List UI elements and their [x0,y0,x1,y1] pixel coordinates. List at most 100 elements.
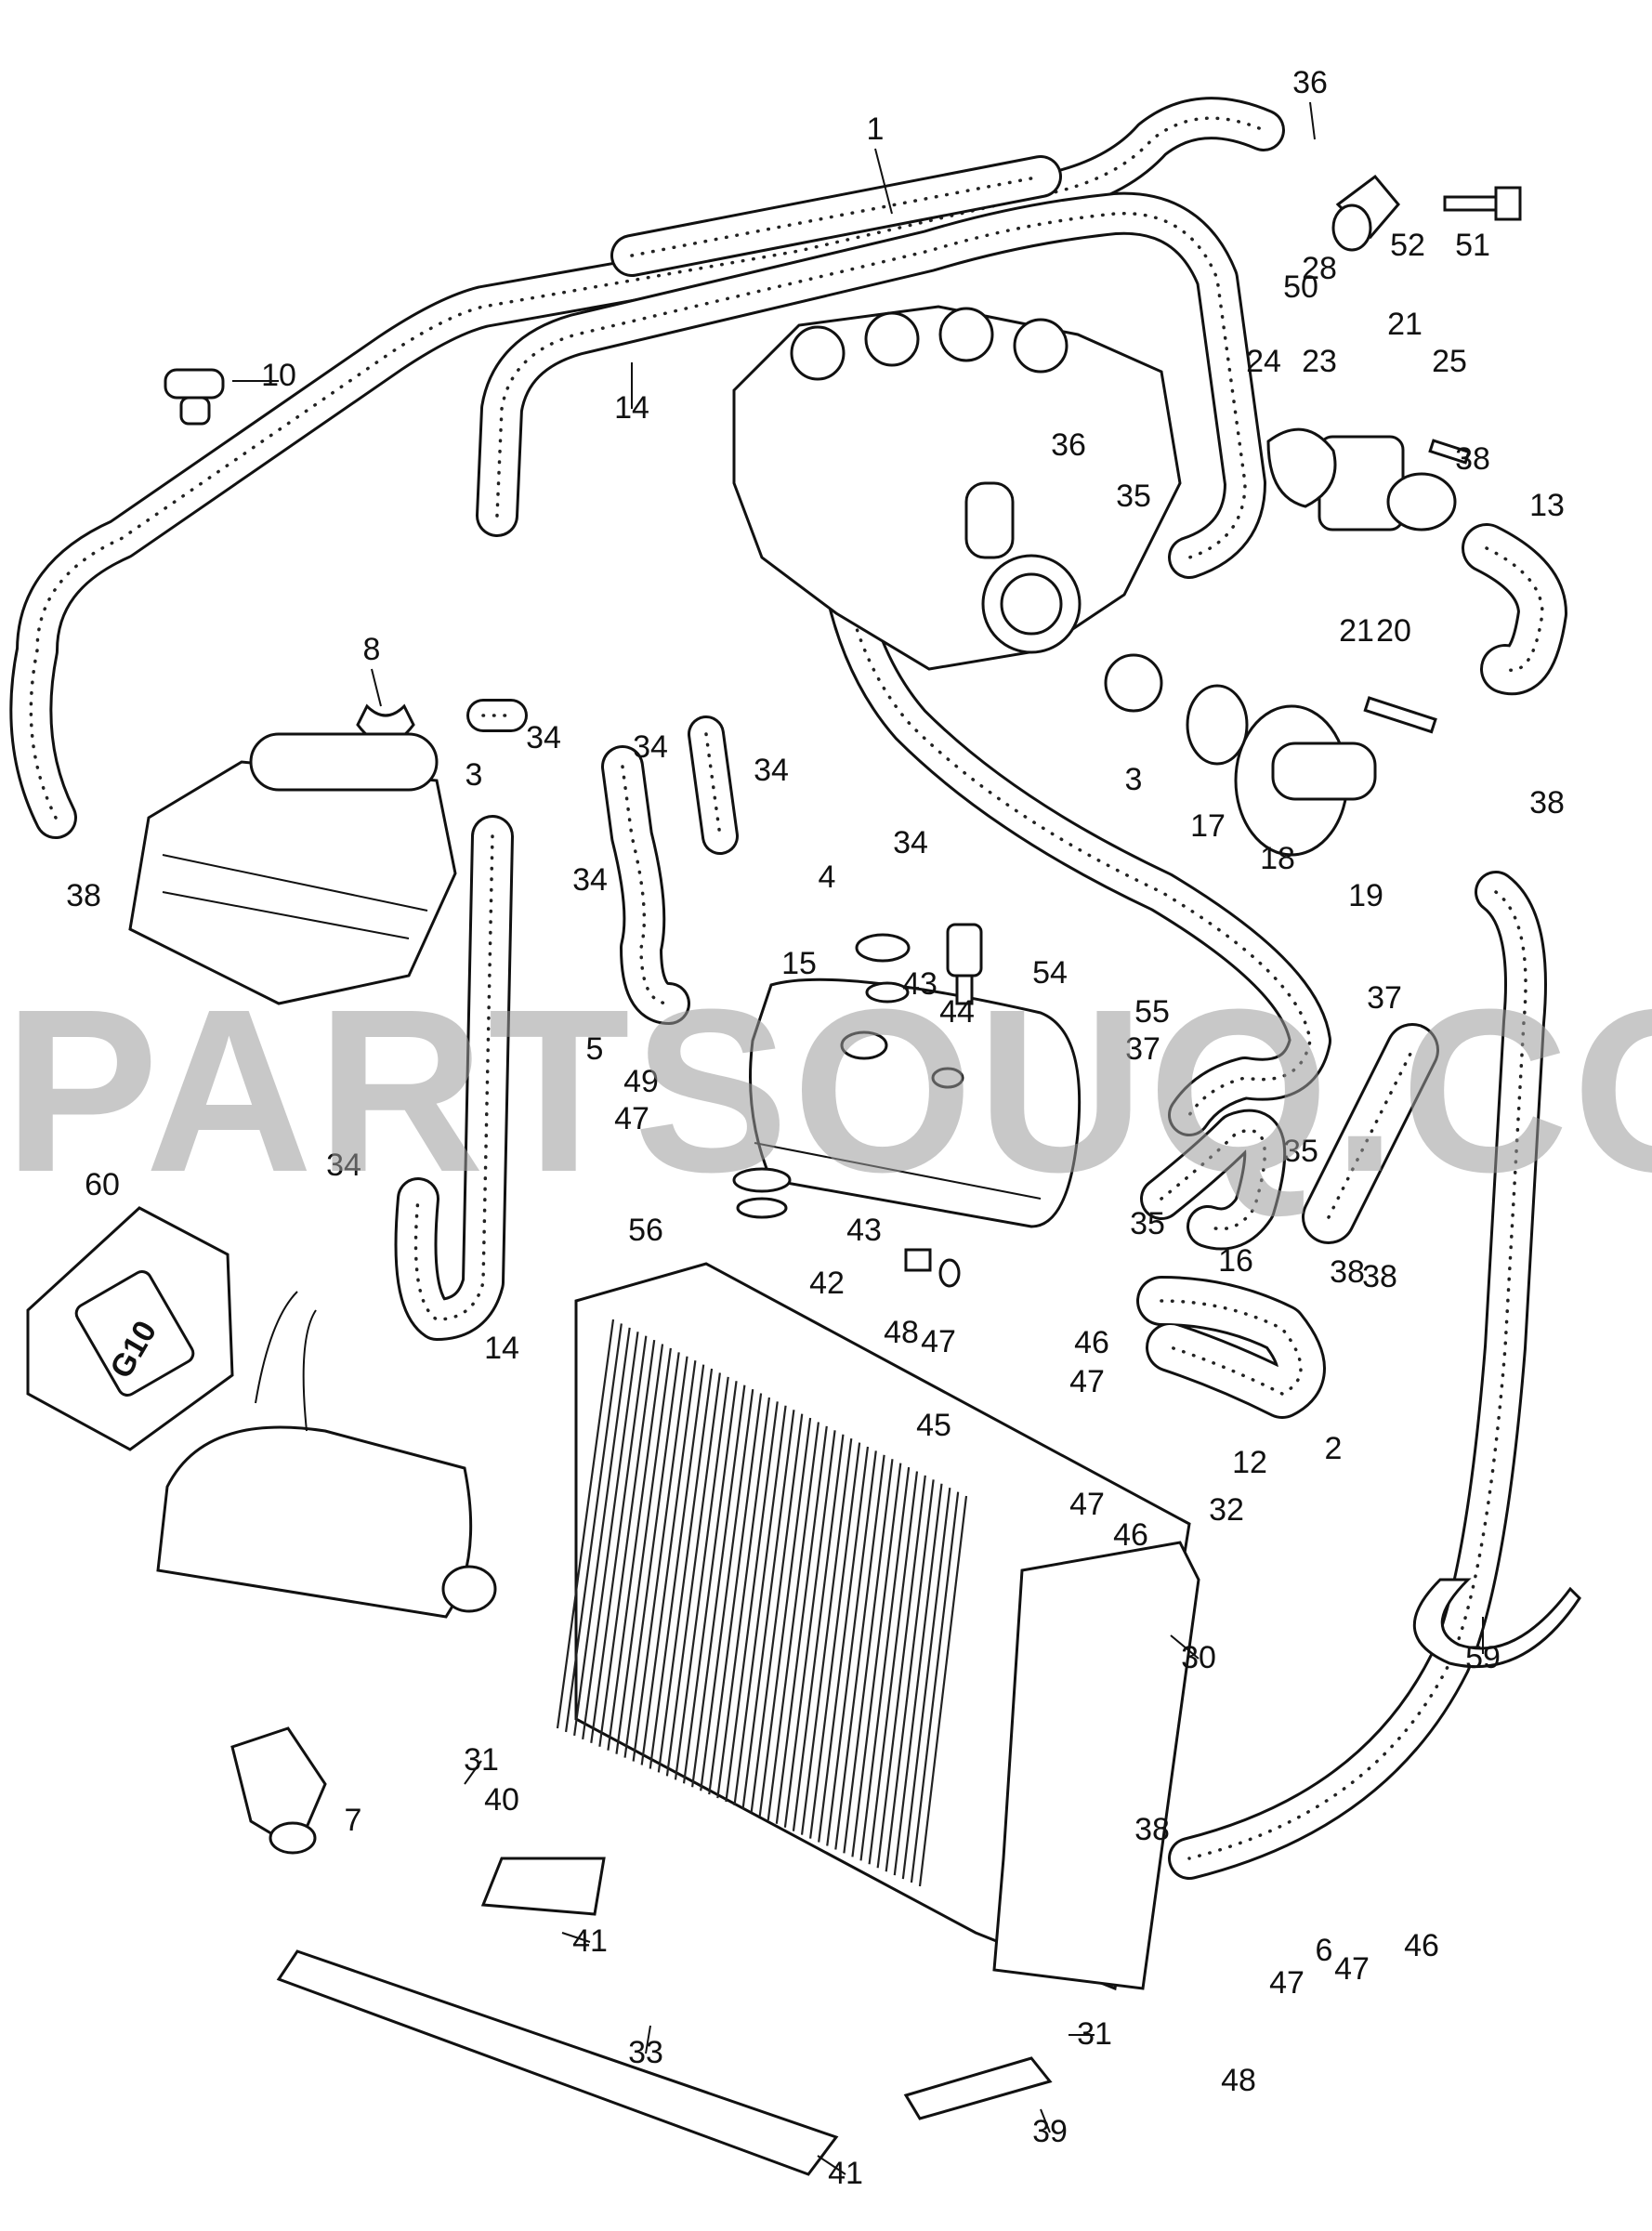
radiator-fin [708,1393,763,1795]
leader-line [817,2155,846,2175]
cap-43 [855,933,911,1004]
callout-label: 28 [1302,251,1337,286]
radiator-fin [834,1454,885,1850]
callout-label: 48 [884,1315,919,1350]
leader-line [464,1760,482,1785]
callout-label: 13 [1529,488,1565,523]
hose-5 [1302,1023,1439,1244]
callout-label: 31 [464,1742,499,1778]
radiator-fin [657,1368,714,1773]
air-box [128,732,457,1005]
mount-40 [480,1857,606,1916]
callout-label: 47 [921,1324,956,1359]
radiator-fin [876,1475,926,1869]
radiator-fin [885,1479,935,1872]
leader-line [561,1932,591,1943]
leader-line [645,2025,651,2054]
radiator-fin [615,1347,672,1754]
radiator-fin [556,1319,615,1729]
radiator-fin [901,1488,951,1880]
callout-label: 36 [1051,427,1086,463]
hose-13 [1462,523,1567,696]
callout-label: 36 [1292,65,1328,100]
callout-label: 5 [586,1031,604,1067]
callout-label: 21 [1339,613,1374,649]
hose-14-lower [394,815,514,1341]
flange-19 [1234,704,1377,857]
callout-label: 6 [1316,1933,1333,1968]
bolt-51 [1443,186,1522,221]
radiator-fin [910,1491,960,1883]
callout-label: 2 [1325,1431,1343,1466]
thermostat-housing-23 [1266,427,1457,532]
callout-label: 15 [781,946,817,981]
callout-label: 46 [1404,1928,1439,1963]
radiator-fin [674,1376,729,1780]
radiator-fin [868,1471,919,1865]
callout-label: 35 [1283,1134,1318,1169]
callout-label: 60 [85,1167,120,1202]
radiator-fin [649,1364,705,1769]
callout-label: 38 [1529,785,1565,820]
callout-label: 24 [1246,344,1281,379]
callout-label: 14 [484,1331,519,1366]
hose-2 [1168,871,1547,1880]
reservoir-left [156,1291,497,1619]
callout-label: 37 [1125,1031,1160,1067]
bolt-25 [1428,439,1471,465]
radiator-fin [716,1397,770,1799]
radiator-fin [632,1356,688,1762]
callout-label: 46 [1074,1325,1109,1360]
radiator-fin [682,1381,738,1784]
radiator-fin [573,1327,631,1737]
callout-label: 35 [1116,479,1151,514]
radiator-fin [590,1335,648,1743]
callout-label: 47 [614,1101,649,1136]
radiator-fin [564,1323,623,1733]
callout-label: 19 [1348,878,1383,913]
radiator-fin [826,1450,877,1846]
radiator-30 [556,1262,1200,1991]
callout-label: 34 [572,862,608,898]
radiator-fin [758,1417,812,1818]
bracket-56 [732,1167,792,1219]
callout-label: 18 [1260,841,1295,876]
callout-label: 7 [345,1803,362,1838]
callout-label: 16 [1218,1243,1253,1279]
radiator-fin [859,1466,911,1861]
radiator-fin [607,1344,664,1751]
callout-label: 40 [484,1782,519,1818]
plug-10 [164,368,225,426]
radiator-fin [691,1385,746,1788]
callout-label: 38 [1455,441,1490,477]
callout-label: 38 [1134,1812,1170,1847]
radiator-fin [700,1388,754,1791]
callout-label: 10 [261,358,296,393]
thermostat-17 [1104,653,1163,713]
radiator-fin [843,1459,894,1854]
radiator-fins [556,1319,968,1887]
parts-layer: G10 [26,174,1581,2176]
bolt-20 [1363,696,1437,734]
clip-7 [230,1726,327,1855]
callout-label: 35 [1130,1206,1165,1241]
callout-label: 3 [1125,762,1143,797]
hose-16 [1140,1109,1287,1251]
hose-4 [601,745,690,1025]
callout-label: 4 [819,860,836,895]
callout-label: 37 [1367,980,1402,1016]
radiator-fin [741,1410,795,1810]
radiator-fin [818,1446,870,1843]
callout-label: 47 [1069,1364,1105,1399]
hose-3 [688,715,739,855]
radiator-fin [623,1352,680,1758]
callout-label: 38 [1330,1254,1365,1290]
elbow-28 [1331,174,1400,252]
radiator-fin [800,1438,853,1835]
callout-label: 17 [1190,808,1226,844]
callout-label: 38 [66,878,101,913]
callout-label: 25 [1432,344,1467,379]
callout-label: 12 [1232,1445,1267,1480]
callout-label: 49 [623,1064,659,1099]
